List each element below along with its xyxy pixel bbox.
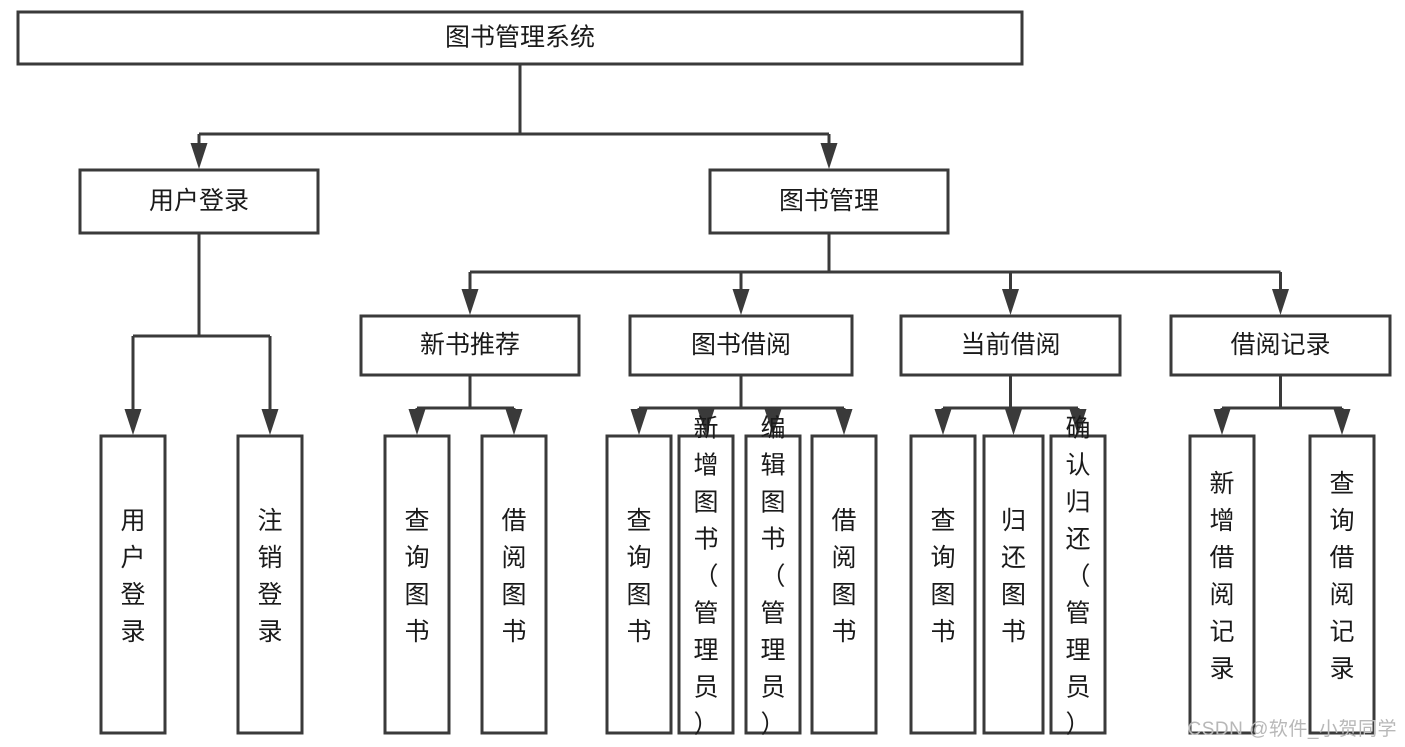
node-label: 当前借阅 [960,331,1060,359]
diagram-node-leaf-confirm-return[interactable]: 确认归还（管理员） [1049,415,1107,739]
diagram-node-root[interactable]: 图书管理系统 [16,10,1024,66]
node-box[interactable] [909,434,977,735]
diagram-node-leaf-borrow-book-2[interactable]: 借阅图书 [810,434,878,735]
connector-arrow-icon [1272,289,1289,315]
node-box[interactable] [1188,434,1256,735]
diagram-node-leaf-edit-book[interactable]: 编辑图书（管理员） [744,415,802,739]
diagram-node-leaf-user-logout[interactable]: 注销登录 [236,434,304,735]
diagram-node-leaf-return-book[interactable]: 归还图书 [982,434,1045,735]
connector-arrow-icon [1069,409,1087,435]
connector-arrow-icon [261,409,279,435]
node-label: 新增借阅记录 [1209,470,1234,683]
node-label: 查询图书 [626,507,651,646]
connector-arrow-icon [764,409,782,435]
diagram-node-new-book-rec[interactable]: 新书推荐 [359,314,581,377]
diagram-node-current-borrow[interactable]: 当前借阅 [899,314,1122,377]
connector-arrow-icon [732,289,750,315]
node-box[interactable] [899,314,1122,377]
node-label: 编辑图书（管理员） [760,415,785,739]
node-label: 图书管理 [779,187,879,215]
node-label: 借阅图书 [831,507,856,646]
diagram-node-user-login[interactable]: 用户登录 [78,168,320,235]
node-label: 图书管理系统 [445,24,595,52]
node-box[interactable] [982,434,1045,735]
node-box[interactable] [16,10,1024,66]
node-label: 图书借阅 [691,331,791,359]
diagram-node-leaf-add-book[interactable]: 新增图书（管理员） [677,415,735,739]
connector-arrow-icon [1002,289,1019,315]
node-label: 查询图书 [930,507,955,646]
node-box[interactable] [99,434,167,735]
diagram-node-borrow-record[interactable]: 借阅记录 [1169,314,1392,377]
node-label: 查询借阅记录 [1329,470,1354,683]
connector-arrow-icon [1333,409,1351,435]
diagram-node-leaf-borrow-book-1[interactable]: 借阅图书 [480,434,548,735]
connector-arrow-icon [820,143,838,169]
connector-arrow-icon [408,409,426,435]
diagram-node-leaf-query-book-1[interactable]: 查询图书 [383,434,451,735]
diagram-node-leaf-add-record[interactable]: 新增借阅记录 [1188,434,1256,735]
node-label: 借阅记录 [1230,331,1330,359]
node-box[interactable] [744,434,802,735]
connector-arrow-icon [934,409,952,435]
connector-arrow-icon [1213,409,1231,435]
node-box[interactable] [1169,314,1392,377]
diagram-node-leaf-query-record[interactable]: 查询借阅记录 [1308,434,1376,735]
node-box[interactable] [677,434,735,735]
connector-arrow-icon [630,409,648,435]
connector-arrow-icon [835,409,853,435]
connector-arrow-icon [697,409,715,435]
node-label: 用户登录 [149,187,249,215]
node-box[interactable] [605,434,673,735]
node-box[interactable] [628,314,854,377]
node-box[interactable] [1308,434,1376,735]
node-box[interactable] [708,168,950,235]
connector-arrow-icon [505,409,523,435]
node-label: 确认归还（管理员） [1065,415,1090,739]
node-label: 归还图书 [1001,507,1026,646]
node-box[interactable] [810,434,878,735]
diagram-node-leaf-user-login[interactable]: 用户登录 [99,434,167,735]
node-label: 新书推荐 [420,331,520,359]
diagram-node-book-borrow[interactable]: 图书借阅 [628,314,854,377]
diagram-node-leaf-query-book-3[interactable]: 查询图书 [909,434,977,735]
node-box[interactable] [480,434,548,735]
node-box[interactable] [359,314,581,377]
node-label: 借阅图书 [501,507,526,646]
diagram-node-book-manage[interactable]: 图书管理 [708,168,950,235]
node-label: 注销登录 [257,507,282,646]
node-label: 用户登录 [120,507,145,646]
node-box[interactable] [236,434,304,735]
node-box[interactable] [1049,434,1107,735]
node-label: 查询图书 [404,507,429,646]
connector-layer [124,64,1351,435]
connector-arrow-icon [124,409,142,435]
node-box[interactable] [78,168,320,235]
node-label: 新增图书（管理员） [693,415,718,739]
node-box[interactable] [383,434,451,735]
connector-arrow-icon [190,143,208,169]
node-layer: 图书管理系统用户登录图书管理新书推荐图书借阅当前借阅借阅记录用户登录注销登录查询… [16,10,1392,739]
diagram-node-leaf-query-book-2[interactable]: 查询图书 [605,434,673,735]
connector-arrow-icon [1005,409,1022,435]
csdn-watermark: CSDN @软件_小贺同学 [1187,719,1397,740]
connector-arrow-icon [461,289,479,315]
